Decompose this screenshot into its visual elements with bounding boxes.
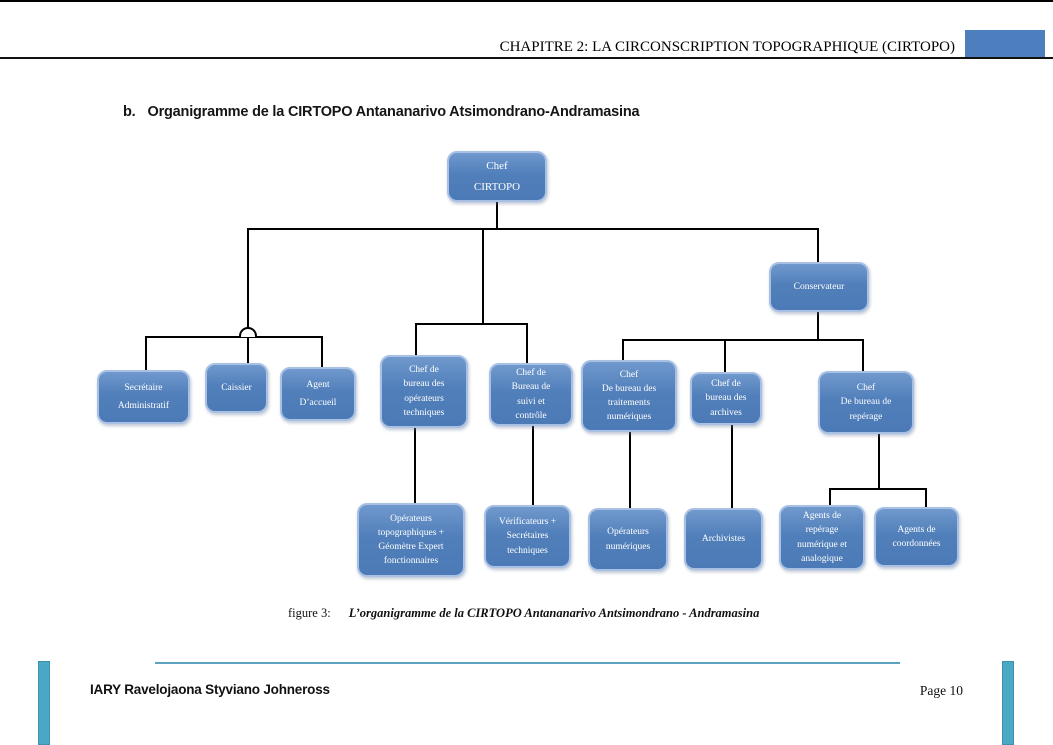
connector-caissier-drop	[247, 228, 249, 363]
section-marker: b.	[123, 104, 136, 120]
connector-reperage-bottom-drop	[878, 434, 880, 488]
footer-rule	[155, 662, 900, 664]
footer-accent-bar-right	[1002, 661, 1014, 745]
connector-main-horizontal	[247, 228, 819, 230]
connector-conservateur-sub-horizontal	[622, 339, 864, 341]
org-box-conservateur: Conservateur	[769, 262, 869, 312]
connector-conservateur-top	[817, 228, 819, 262]
org-box-chef-bureau-operateurs-techniques: Chef de bureau des opérateurs techniques	[380, 355, 468, 428]
connector-secretaire-drop	[145, 336, 147, 370]
connector-conservateur-bottom	[817, 312, 819, 340]
org-box-chef-bureau-reperage: Chef De bureau de repérage	[818, 371, 914, 434]
connector-agents-coordonnees-drop	[925, 488, 927, 507]
connector-left-sub-horizontal	[145, 336, 323, 338]
connector-crossover-arc	[239, 327, 257, 337]
org-box-chef-cirtopo: Chef CIRTOPO	[447, 151, 547, 202]
connector-operateurs-topo-drop	[414, 428, 416, 503]
org-box-agents-reperage-numerique-analogique: Agents de repérage numérique et analogiq…	[779, 505, 865, 570]
page-top-border	[0, 0, 1053, 2]
figure-caption: figure 3: L’organigramme de la CIRTOPO An…	[288, 606, 759, 621]
connector-verificateurs-drop	[532, 426, 534, 505]
org-box-chef-bureau-archives: Chef de bureau des archives	[690, 372, 762, 425]
connector-reperage-sub-horizontal	[829, 488, 927, 490]
figure-caption-text: L’organigramme de la CIRTOPO Antananariv…	[348, 606, 760, 620]
connector-traitements-drop	[622, 339, 624, 360]
chapter-header: CHAPITRE 2: LA CIRCONSCRIPTION TOPOGRAPH…	[499, 39, 955, 55]
footer-accent-bar-left	[38, 661, 50, 745]
org-box-verificateurs-secretaires-techniques: Vérificateurs + Secrétaires techniques	[484, 505, 571, 568]
footer-author: IARY Ravelojaona Styviano Johneross	[90, 682, 330, 697]
connector-agents-reperage-drop	[829, 488, 831, 505]
org-box-chef-bureau-suivi-controle: Chef de Bureau de suivi et contrôle	[489, 363, 573, 426]
org-box-agent-accueil: Agent D’accueil	[280, 367, 356, 421]
connector-suivi-drop	[526, 323, 528, 363]
footer-page-number: Page 10	[919, 683, 963, 698]
connector-archives-drop	[724, 339, 726, 372]
connector-reperage-drop	[862, 339, 864, 371]
header-rule	[0, 57, 1053, 59]
connector-agent-drop	[321, 336, 323, 367]
section-heading: b. Organigramme de la CIRTOPO Antananariv…	[123, 104, 640, 120]
org-box-agents-coordonnees: Agents de coordonnées	[874, 507, 959, 567]
connector-archivistes-drop	[731, 425, 733, 508]
figure-caption-label: figure 3:	[288, 606, 331, 620]
connector-operateurs-num-drop	[629, 432, 631, 508]
org-box-archivistes: Archivistes	[684, 508, 763, 570]
section-title: Organigramme de la CIRTOPO Antananarivo …	[147, 104, 640, 120]
org-box-caissier: Caissier	[205, 363, 268, 413]
org-box-operateurs-numeriques: Opérateurs numériques	[588, 508, 668, 571]
org-box-chef-bureau-traitements-numeriques: Chef De bureau des traitements numérique…	[581, 360, 677, 432]
connector-mid-sub-horizontal	[415, 323, 528, 325]
connector-mid-drop	[482, 228, 484, 323]
org-box-operateurs-topographiques: Opérateurs topographiques + Géomètre Exp…	[357, 503, 465, 577]
org-box-secretaire-administratif: Secrétaire Administratif	[97, 370, 190, 424]
header-accent-block	[965, 30, 1045, 57]
connector-operateurs-drop	[415, 323, 417, 355]
connector-root-drop	[496, 202, 498, 228]
